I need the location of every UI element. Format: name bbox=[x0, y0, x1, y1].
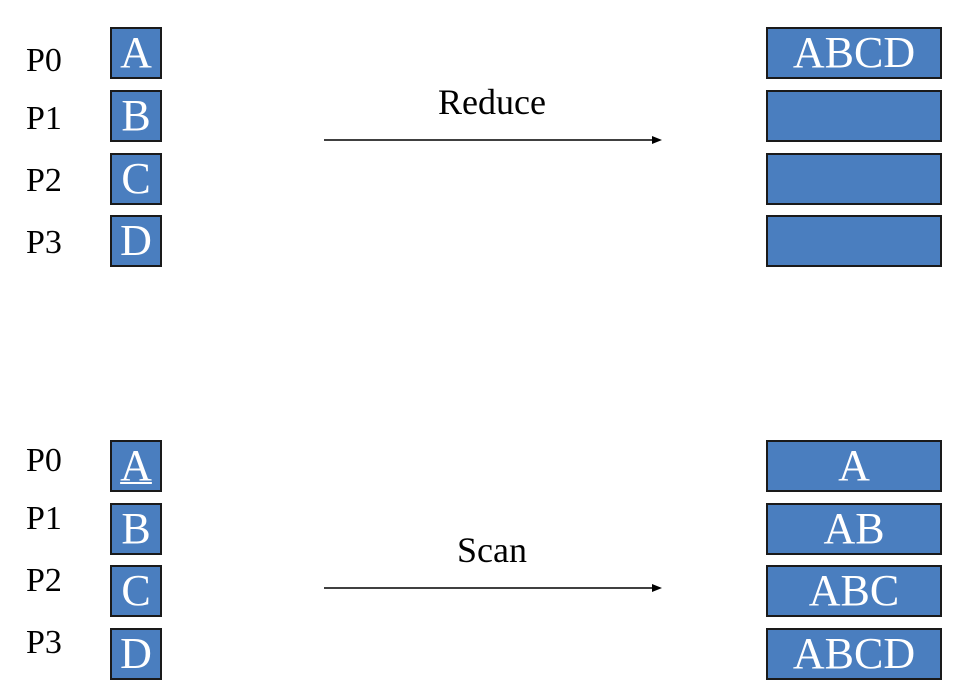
process-label-p3: P3 bbox=[26, 224, 62, 261]
process-label-p1: P1 bbox=[26, 500, 62, 537]
scan-label: Scan bbox=[457, 530, 527, 570]
scan-input-p0: A bbox=[110, 440, 162, 492]
reduce-input-p1: B bbox=[110, 90, 162, 142]
reduce-label: Reduce bbox=[438, 82, 546, 122]
scan-output-p3: ABCD bbox=[766, 628, 942, 680]
reduce-output-p1 bbox=[766, 90, 942, 142]
process-label-p0: P0 bbox=[26, 42, 62, 79]
process-label-p1: P1 bbox=[26, 100, 62, 137]
reduce-input-p2: C bbox=[110, 153, 162, 205]
process-label-p2: P2 bbox=[26, 162, 62, 199]
scan-output-p1: AB bbox=[766, 503, 942, 555]
reduce-output-p3 bbox=[766, 215, 942, 267]
scan-input-p1: B bbox=[110, 503, 162, 555]
process-label-p2: P2 bbox=[26, 562, 62, 599]
reduce-input-p3: D bbox=[110, 215, 162, 267]
reduce-input-p0: A bbox=[110, 27, 162, 79]
reduce-arrow bbox=[324, 136, 662, 144]
scan-output-p2: ABC bbox=[766, 565, 942, 617]
scan-arrow bbox=[324, 584, 662, 592]
process-label-p0: P0 bbox=[26, 442, 62, 479]
scan-input-p2: C bbox=[110, 565, 162, 617]
reduce-output-p0: ABCD bbox=[766, 27, 942, 79]
scan-output-p0: A bbox=[766, 440, 942, 492]
reduce-output-p2 bbox=[766, 153, 942, 205]
process-label-p3: P3 bbox=[26, 624, 62, 661]
scan-input-p3: D bbox=[110, 628, 162, 680]
